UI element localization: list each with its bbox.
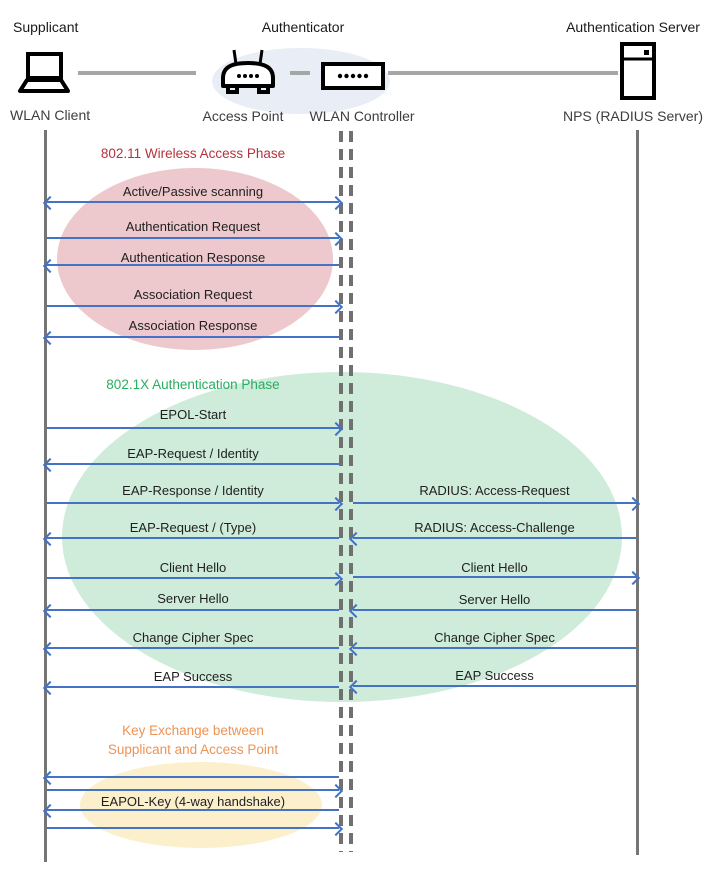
node-label-access-point: Access Point	[202, 108, 284, 124]
arrow-eap-request-identity	[47, 463, 339, 465]
phase3-title-line1: Key Exchange between	[122, 723, 264, 738]
message-association-request: Association Request	[133, 287, 253, 302]
arrow-eap-response-identity	[47, 502, 339, 504]
arrow-server-hello-right	[353, 609, 636, 611]
phase2-title: 802.1X Authentication Phase	[106, 377, 280, 392]
arrow-client-hello-left	[47, 577, 339, 579]
role-title-authenticator: Authenticator	[261, 19, 345, 35]
message-radius-access-request: RADIUS: Access-Request	[419, 483, 570, 498]
arrow-epol-start	[47, 427, 339, 429]
message-change-cipher-spec-right: Change Cipher Spec	[434, 630, 555, 645]
message-change-cipher-spec-left: Change Cipher Spec	[132, 630, 254, 645]
message-authentication-request: Authentication Request	[125, 219, 261, 234]
node-label-wlan-controller: WLAN Controller	[309, 108, 415, 124]
arrow-eapol-key-2	[47, 789, 339, 791]
connector-client-to-ap	[78, 71, 196, 75]
message-scanning: Active/Passive scanning	[122, 184, 264, 199]
arrow-eap-success-right	[353, 685, 636, 687]
arrow-eapol-key-3	[47, 809, 339, 811]
message-radius-access-challenge: RADIUS: Access-Challenge	[414, 520, 575, 535]
arrow-radius-access-challenge	[353, 537, 636, 539]
lifeline-authenticator-dashed-left	[339, 131, 343, 852]
lifeline-auth-server	[636, 130, 639, 855]
server-icon	[620, 42, 656, 100]
access-point-icon	[221, 49, 275, 94]
arrow-authentication-response	[47, 264, 339, 266]
arrow-client-hello-right	[353, 576, 636, 578]
phase3-title-line2: Supplicant and Access Point	[107, 742, 279, 757]
message-eap-response-identity: EAP-Response / Identity	[122, 483, 264, 498]
message-client-hello-left: Client Hello	[159, 560, 227, 575]
message-eap-request-type: EAP-Request / (Type)	[129, 520, 257, 535]
message-eap-success-right: EAP Success	[455, 668, 534, 683]
arrow-change-cipher-spec-right	[353, 647, 636, 649]
connector-ap-to-controller	[290, 71, 310, 75]
connector-controller-to-server	[388, 71, 618, 75]
message-eap-success-left: EAP Success	[153, 669, 233, 684]
message-server-hello-left: Server Hello	[157, 591, 229, 606]
message-client-hello-right: Client Hello	[461, 560, 528, 575]
role-title-authentication-server: Authentication Server	[566, 19, 700, 35]
role-title-supplicant: Supplicant	[13, 19, 79, 35]
wlan-controller-icon	[321, 62, 385, 90]
lifeline-authenticator-dashed-right	[349, 131, 353, 852]
message-epol-start: EPOL-Start	[159, 407, 227, 422]
arrow-radius-access-request	[353, 502, 636, 504]
node-label-nps: NPS (RADIUS Server)	[562, 108, 704, 124]
node-label-wlan-client: WLAN Client	[10, 107, 91, 123]
laptop-icon	[18, 52, 70, 93]
phase1-ellipse	[57, 168, 333, 350]
lifeline-supplicant	[44, 130, 47, 862]
arrow-server-hello-left	[47, 609, 339, 611]
arrow-authentication-request	[47, 237, 339, 239]
message-authentication-response: Authentication Response	[120, 250, 266, 265]
arrow-change-cipher-spec-left	[47, 647, 339, 649]
arrow-association-response	[47, 336, 339, 338]
phase1-title: 802.11 Wireless Access Phase	[100, 146, 286, 161]
arrow-eapol-key-1	[47, 776, 339, 778]
message-server-hello-right: Server Hello	[458, 592, 531, 607]
message-association-response: Association Response	[128, 318, 258, 333]
arrow-eapol-key-4	[47, 827, 339, 829]
arrow-eap-request-type	[47, 537, 339, 539]
message-eapol-key: EAPOL-Key (4-way handshake)	[100, 794, 286, 809]
arrow-scanning	[47, 201, 339, 203]
message-eap-request-identity: EAP-Request / Identity	[127, 446, 259, 461]
arrow-association-request	[47, 305, 339, 307]
arrow-eap-success-left	[47, 686, 339, 688]
